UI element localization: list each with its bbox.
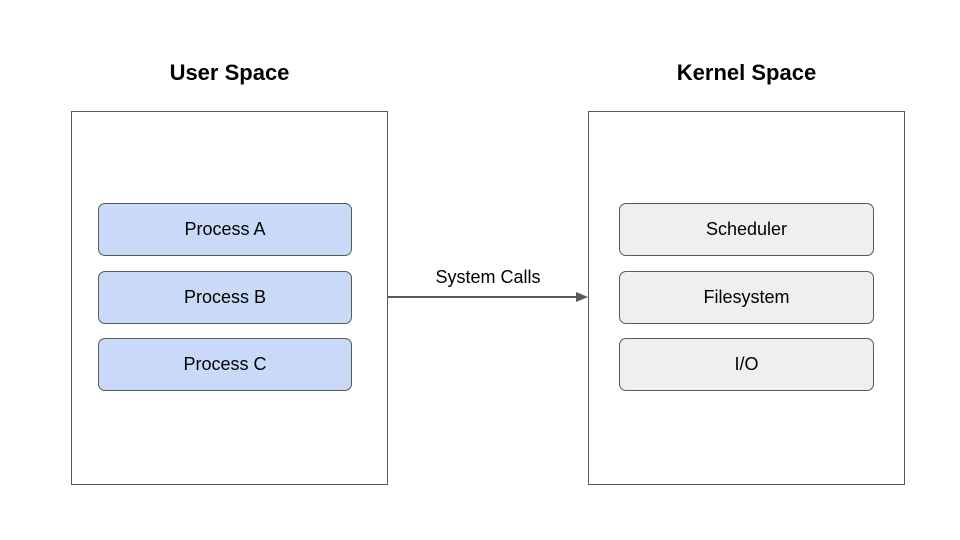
user-space-title: User Space <box>169 60 290 85</box>
arrow-head-icon <box>576 292 588 302</box>
process-a-box: Process A <box>98 203 352 256</box>
scheduler-box: Scheduler <box>619 203 874 256</box>
process-b-box: Process B <box>98 271 352 324</box>
process-c-box: Process C <box>98 338 352 391</box>
system-calls-label: System Calls <box>435 267 541 287</box>
kernel-space-title: Kernel Space <box>676 60 817 85</box>
filesystem-box: Filesystem <box>619 271 874 324</box>
io-box: I/O <box>619 338 874 391</box>
